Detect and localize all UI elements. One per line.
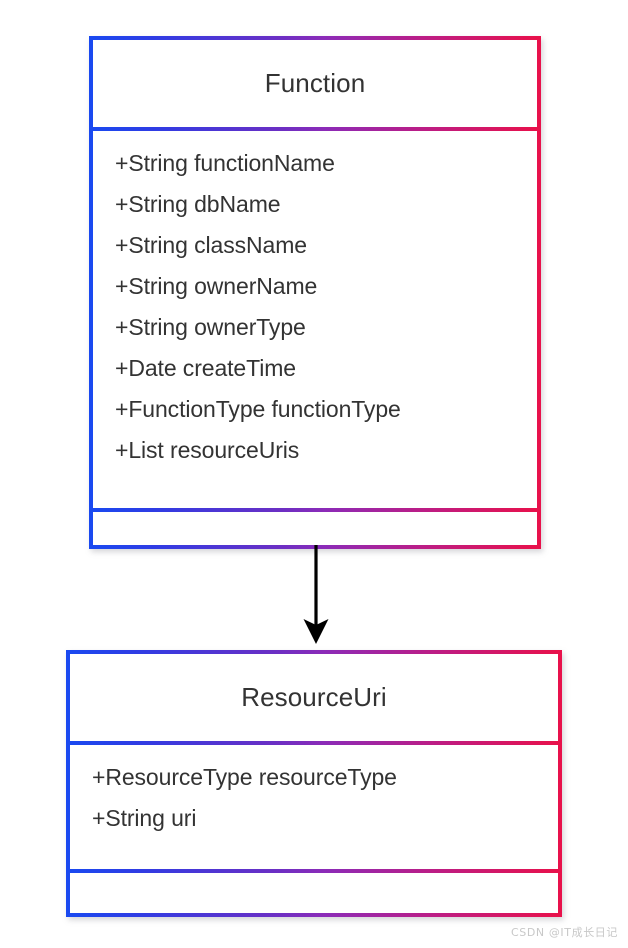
class-attribute: +String ownerName <box>115 273 318 299</box>
class-attributes-compartment: +ResourceType resourceType +String uri <box>70 745 558 869</box>
compartment-divider <box>70 741 558 745</box>
arrow-head-icon <box>303 619 329 644</box>
class-attribute: +FunctionType functionType <box>115 396 401 422</box>
class-attribute: +Date createTime <box>115 355 296 381</box>
class-attribute: +String functionName <box>115 150 335 176</box>
class-attribute: +String className <box>115 232 307 258</box>
class-attribute: +List resourceUris <box>115 437 300 463</box>
uml-class-resourceuri[interactable]: ResourceUri +ResourceType resourceType +… <box>66 650 562 917</box>
class-title-compartment: Function <box>93 40 537 127</box>
class-attribute: +String ownerType <box>115 314 306 340</box>
compartment-divider <box>93 508 537 512</box>
association-arrow-function-to-resourceuri <box>303 545 329 644</box>
compartment-divider <box>70 869 558 873</box>
compartment-divider <box>93 127 537 131</box>
class-name-function: Function <box>264 68 366 99</box>
uml-class-function[interactable]: Function +String functionName +String db… <box>89 36 541 549</box>
class-attributes-compartment: +String functionName +String dbName +Str… <box>93 131 537 508</box>
class-title-compartment: ResourceUri <box>70 654 558 741</box>
class-operations-compartment <box>70 873 558 917</box>
class-name-resourceuri: ResourceUri <box>241 682 387 713</box>
class-attribute: +ResourceType resourceType <box>92 764 397 790</box>
class-attribute: +String uri <box>92 805 197 831</box>
class-attribute: +String dbName <box>115 191 281 217</box>
class-operations-compartment <box>93 512 537 549</box>
watermark-text: CSDN @IT成长日记 <box>510 926 618 939</box>
